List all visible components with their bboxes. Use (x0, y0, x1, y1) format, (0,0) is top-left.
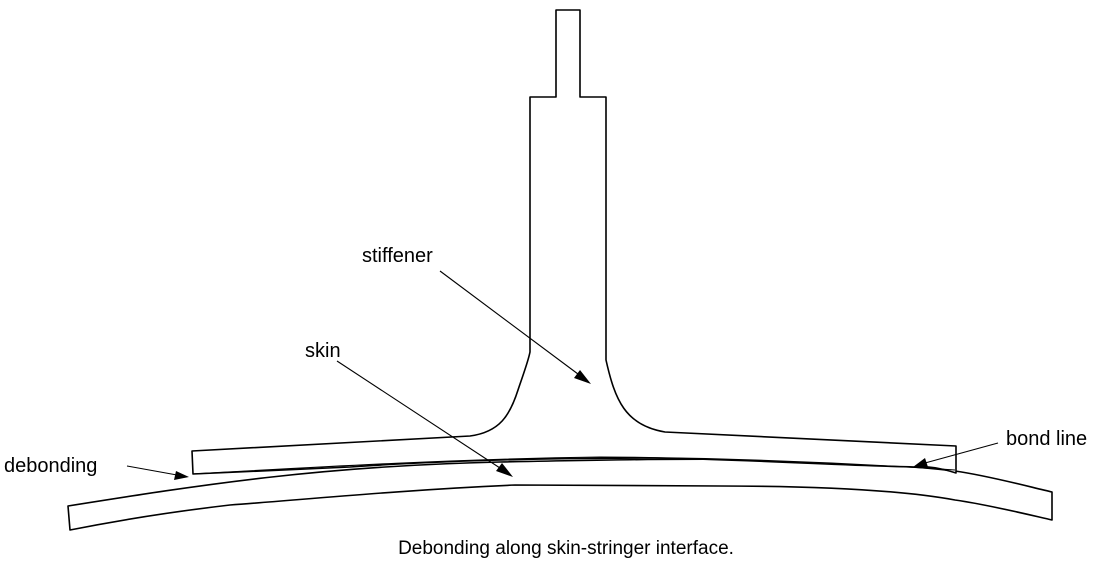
stiffener-label: stiffener (362, 245, 433, 267)
skin-panel (67, 458, 1053, 531)
stiffener-body (191, 9, 957, 475)
skin-leader (336, 360, 504, 471)
skin-arrowhead (496, 463, 513, 477)
bond-line-leader (924, 442, 999, 464)
stiffener-leader (439, 270, 583, 378)
bond-line-curve (192, 456, 956, 475)
stiffener-arrowhead (574, 370, 591, 384)
debonding-leader (126, 465, 178, 476)
debonding-label: debonding (4, 455, 97, 477)
skin-label: skin (305, 340, 341, 362)
figure-caption: Debonding along skin-stringer interface. (398, 538, 734, 559)
bond-line-arrowhead (913, 458, 928, 467)
debonding-arrowhead (174, 471, 189, 480)
bond-line-label: bond line (1006, 428, 1087, 450)
